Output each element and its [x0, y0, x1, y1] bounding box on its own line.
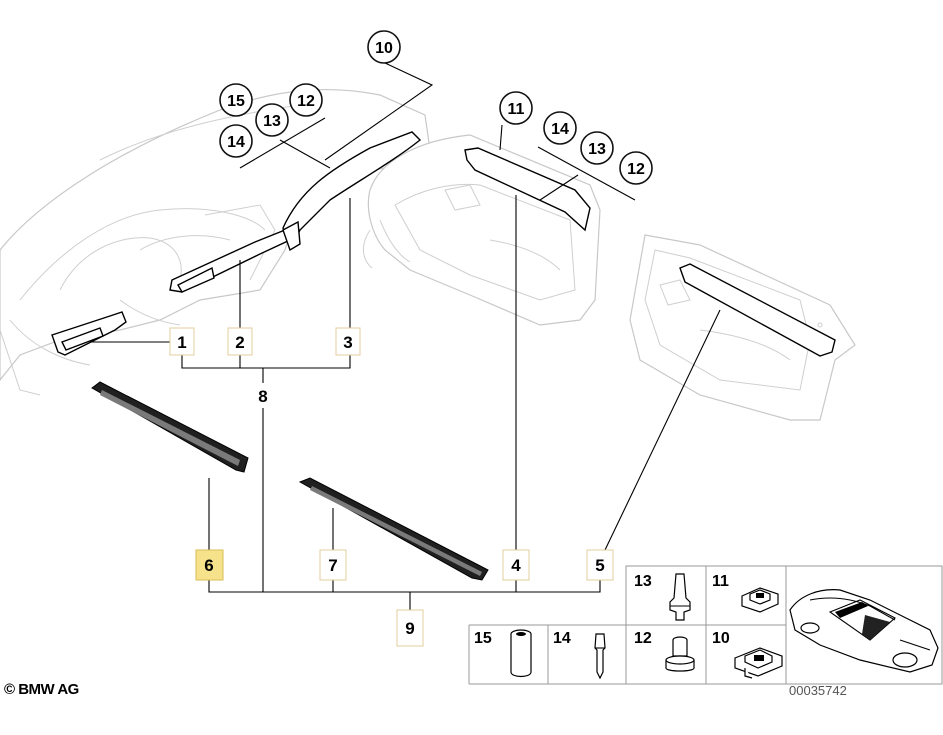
legend-label-15: 15 — [474, 630, 492, 647]
legend-label-10: 10 — [712, 630, 730, 647]
rear-door-outline — [629, 234, 856, 421]
clip-11-icon — [741, 587, 779, 613]
circled-callout-14b: 14 — [543, 111, 577, 145]
svg-text:14: 14 — [227, 134, 245, 151]
copyright-notice: © BMW AG — [4, 681, 79, 698]
svg-text:1: 1 — [177, 333, 186, 352]
circled-callout-13b: 13 — [580, 131, 614, 165]
label-7[interactable]: 7 — [319, 549, 347, 581]
svg-text:2: 2 — [235, 333, 244, 352]
circled-callout-10: 10 — [367, 30, 401, 64]
svg-text:13: 13 — [263, 113, 281, 130]
circled-callout-13: 13 — [255, 103, 289, 137]
svg-text:14: 14 — [551, 121, 569, 138]
label-4[interactable]: 4 — [502, 549, 530, 581]
label-2[interactable]: 2 — [227, 327, 253, 356]
label-1[interactable]: 1 — [169, 327, 195, 356]
svg-text:7: 7 — [328, 556, 337, 575]
trim-part-4 — [464, 147, 591, 232]
svg-text:12: 12 — [627, 161, 645, 178]
svg-text:4: 4 — [511, 556, 521, 575]
svg-text:15: 15 — [227, 93, 245, 110]
svg-text:9: 9 — [405, 619, 414, 638]
circled-callout-14: 14 — [219, 124, 253, 158]
document-number: 00035742 — [789, 683, 847, 698]
dashboard-outline — [0, 88, 431, 396]
circled-callout-11: 11 — [499, 91, 533, 125]
legend-label-12: 12 — [634, 630, 652, 647]
circled-callout-12b: 12 — [619, 151, 653, 185]
car-thumbnail-icon — [789, 589, 939, 673]
small-parts-legend: 13 11 15 14 12 10 — [468, 565, 943, 685]
svg-text:6: 6 — [204, 556, 213, 575]
label-6-highlighted[interactable]: 6 — [195, 549, 224, 581]
label-3[interactable]: 3 — [335, 327, 361, 356]
svg-text:3: 3 — [343, 333, 352, 352]
trim-part-5 — [679, 263, 836, 357]
trim-part-3 — [282, 131, 422, 250]
circled-callout-15: 15 — [219, 83, 253, 117]
circled-callout-12: 12 — [289, 83, 323, 117]
pin-15-icon — [510, 629, 532, 678]
svg-text:12: 12 — [297, 93, 315, 110]
pin-14-icon — [594, 633, 606, 680]
legend-label-13: 13 — [634, 573, 652, 590]
svg-text:5: 5 — [595, 556, 604, 575]
clip-13-icon — [669, 573, 691, 621]
clip-12-icon — [665, 636, 695, 672]
svg-text:10: 10 — [375, 40, 393, 57]
label-9[interactable]: 9 — [396, 609, 424, 647]
leader-lines — [90, 62, 721, 610]
legend-label-14: 14 — [553, 630, 571, 647]
label-5[interactable]: 5 — [586, 549, 614, 581]
legend-label-11: 11 — [712, 573, 729, 590]
svg-text:13: 13 — [588, 141, 606, 158]
svg-text:8: 8 — [258, 387, 267, 406]
svg-text:11: 11 — [508, 101, 525, 118]
clip-10-icon — [734, 647, 783, 679]
label-8[interactable]: 8 — [251, 383, 275, 408]
